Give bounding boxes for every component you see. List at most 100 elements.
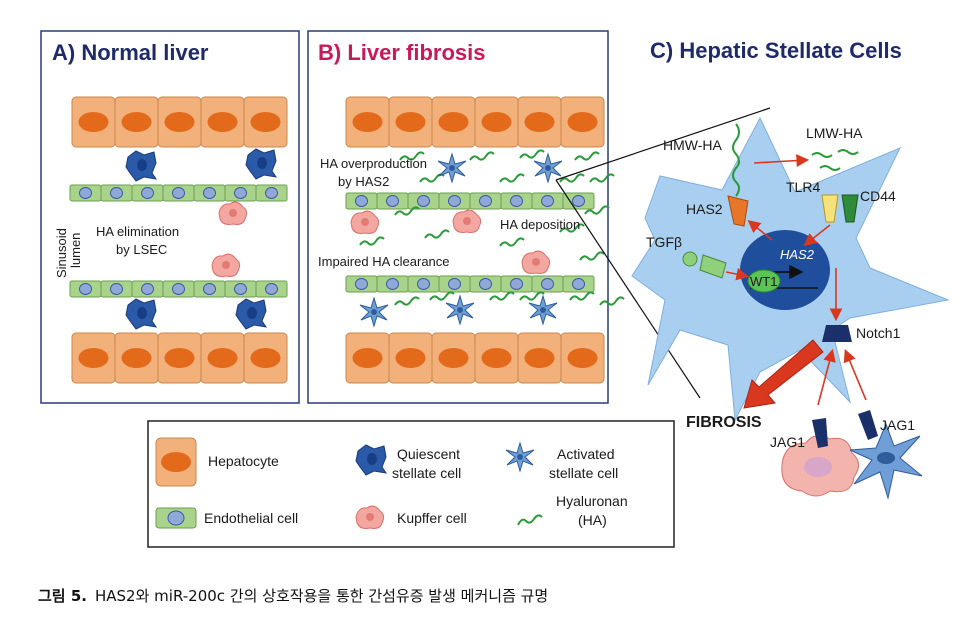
panel-a-title: A) Normal liver: [52, 40, 209, 65]
figure-caption-label: 그림 5.: [38, 587, 87, 605]
legend-quiescent-icon: [355, 444, 388, 476]
endothelial-cell: [469, 275, 502, 293]
hepatocyte-cell: [71, 96, 116, 148]
ha-overproduction-label-2: by HAS2: [338, 174, 389, 189]
ha-strand: [559, 173, 585, 183]
notch1-label: Notch1: [856, 325, 901, 341]
ha-strand: [584, 205, 610, 215]
panel-b-title: B) Liver fibrosis: [318, 40, 485, 65]
hmw-ha-label: HMW-HA: [663, 137, 723, 153]
ha-strand: [429, 291, 455, 301]
jag1-ligand-right: [858, 410, 878, 440]
ha-strand: [519, 149, 545, 159]
endothelial-cell: [531, 192, 564, 210]
hepatocyte-cell: [200, 332, 245, 384]
panel-a-frame: [40, 30, 300, 404]
wt1-to-has2-arrow: [747, 219, 773, 241]
endothelial-cell: [562, 192, 595, 210]
zoom-line-lower: [555, 179, 701, 399]
quiescent-stellate-cell: [245, 148, 278, 180]
tlr4-label: TLR4: [786, 179, 820, 195]
hepatocyte-cell: [243, 96, 288, 148]
tlr4-to-nucleus-arrow: [803, 224, 831, 246]
has2-gene-label: HAS2: [780, 247, 815, 262]
endothelial-cell: [100, 184, 133, 202]
ha-strand: [399, 151, 425, 161]
fibrosis-arrow: [743, 339, 824, 409]
hepatocyte-cell: [71, 332, 116, 384]
panel-b-endothelial-row-bottom: [345, 275, 595, 293]
endothelial-cell: [407, 275, 440, 293]
jag1-right-label: JAG1: [880, 417, 915, 433]
lmw-ha-fragment: [837, 149, 859, 155]
has2-enzyme: [727, 195, 749, 227]
ha-elimination-label: HA elimination: [96, 224, 179, 239]
legend-hepatocyte-label: Hepatocyte: [208, 453, 279, 469]
endothelial-cell: [193, 280, 226, 298]
tgfb-receptor: [699, 254, 727, 279]
kupffer-cell: [521, 250, 551, 274]
endothelial-cell: [69, 280, 102, 298]
lmw-ha-fragment: [811, 152, 833, 158]
ha-strand: [599, 296, 625, 306]
cd44-label: CD44: [860, 188, 896, 204]
wt1-protein: [747, 269, 781, 293]
endothelial-cell: [162, 280, 195, 298]
panel-a-endothelial-row-bottom: [69, 280, 288, 298]
kupffer-cell: [211, 253, 241, 277]
legend-hepatocyte-icon: [155, 437, 197, 487]
endothelial-cell: [162, 184, 195, 202]
legend-hyaluronan-label: Hyaluronan: [556, 493, 628, 509]
wt1-label: WT1: [750, 274, 777, 289]
endothelial-cell: [100, 280, 133, 298]
legend-ha-icon: [517, 514, 543, 526]
endothelial-cell: [438, 275, 471, 293]
legend-activated-icon: [505, 441, 535, 473]
hepatocyte-cell: [431, 96, 476, 148]
sinusoid-label-1: Sinusoid: [54, 228, 69, 278]
hepatocyte-cell: [345, 332, 390, 384]
endothelial-cell: [193, 184, 226, 202]
hepatocyte-cell: [345, 96, 390, 148]
figure-caption-text: HAS2와 miR-200c 간의 상호작용을 통한 간섬유증 발생 메커니즘 …: [95, 587, 548, 605]
panel-c-title: C) Hepatic Stellate Cells: [650, 38, 902, 63]
ha-strand: [519, 291, 545, 301]
panel-a-hepatocyte-row-top: [71, 96, 288, 148]
ha-strand: [424, 229, 450, 239]
panel-a-hepatocyte-row-bottom: [71, 332, 288, 384]
ha-strand: [359, 236, 385, 246]
legend-endothelial-label: Endothelial cell: [204, 510, 298, 526]
ha-elimination-label-2: by LSEC: [116, 242, 167, 257]
hepatocyte-cell: [431, 332, 476, 384]
activated-stellate-cell: [437, 152, 467, 184]
legend-activated-label-2: stellate cell: [549, 465, 618, 481]
legend-activated-label: Activated: [557, 446, 615, 462]
hepatocyte-cell: [517, 332, 562, 384]
sinusoid-label-2: lumen: [68, 233, 83, 268]
jag1-left-label: JAG1: [770, 434, 805, 450]
kupffer-cell: [350, 210, 380, 234]
hepatocyte-cell: [517, 96, 562, 148]
activated-stellate-cell: [445, 294, 475, 326]
jag1-ligand-left: [812, 418, 828, 448]
ha-strand: [589, 173, 615, 183]
hepatocyte-cell: [560, 96, 605, 148]
has2-label: HAS2: [686, 201, 723, 217]
endothelial-cell: [376, 192, 409, 210]
endothelial-cell: [69, 184, 102, 202]
endothelial-cell: [255, 280, 288, 298]
quiescent-stellate-cell: [125, 298, 158, 330]
tgfb-ligand: [682, 251, 698, 267]
legend-kupffer-label: Kupffer cell: [397, 510, 467, 526]
endothelial-cell: [224, 280, 257, 298]
lmw-ha-fragment: [819, 165, 841, 171]
ha-strand: [559, 223, 585, 233]
endothelial-cell: [255, 184, 288, 202]
impaired-ha-clearance-label: Impaired HA clearance: [318, 254, 450, 269]
endothelial-cell: [131, 280, 164, 298]
legend-quiescent-label: Quiescent: [397, 446, 460, 462]
ha-strand: [499, 237, 525, 247]
endothelial-cell: [438, 192, 471, 210]
endothelial-cell: [562, 275, 595, 293]
cd44-receptor: [841, 194, 859, 223]
